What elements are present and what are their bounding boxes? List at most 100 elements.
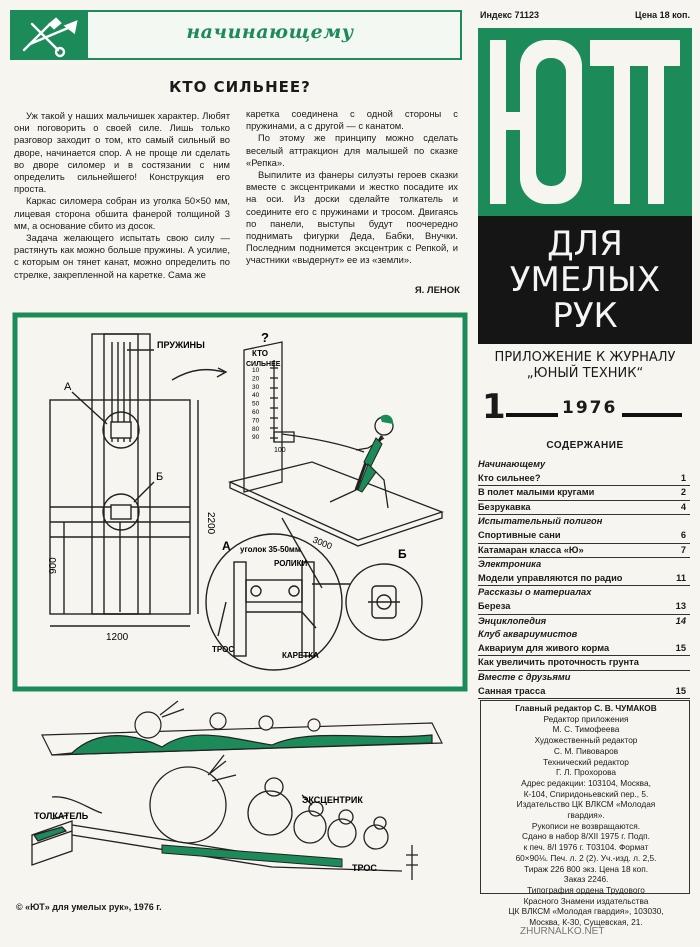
dim-900: 900: [48, 557, 59, 574]
contents-title: Энциклопедия: [478, 615, 547, 626]
contents-page: 6: [680, 529, 686, 540]
contents-title: Катамаран класса «Ю»: [478, 544, 584, 555]
contents-item: Аквариум для живого корма 15: [478, 642, 690, 657]
paragraph: Уж такой у наших мальчишек характер. Люб…: [14, 110, 230, 195]
contents-page: 7: [680, 544, 686, 555]
tagline-line: РУК: [552, 296, 618, 336]
contents-item: Кто сильнее? 1: [478, 472, 690, 487]
contents-title: Безрукавка: [478, 501, 531, 512]
contents-section: Испытательный полигон: [478, 515, 690, 529]
contents-page: 15: [675, 642, 686, 653]
contents-section: Энциклопедия 14: [478, 615, 690, 629]
detail-b: Б: [398, 547, 407, 561]
imprint-line: К-104, Спиридоньевский пер., 5.: [523, 788, 649, 799]
repka-attraction-illustration: ЭКСЦЕНТРИК ТОЛКАТЕЛЬ ТРОС: [12, 695, 472, 895]
imprint-line: к печ. 8/I 1976 г. Т03104. Формат: [523, 842, 649, 853]
scale-value: 10: [252, 367, 260, 374]
watermark: ZHURNALKO.NET: [520, 926, 605, 937]
imprint-line: гвардия».: [567, 810, 605, 821]
paragraph: По этому же принципу можно сделать весел…: [246, 132, 458, 168]
label-rollers: РОЛИКИ: [274, 559, 308, 568]
paragraph: каретка соединена с одной стороны с пруж…: [246, 108, 458, 132]
contents-title: Аквариум для живого корма: [478, 642, 610, 653]
subtitle-line: „ЮНЫЙ ТЕХНИК“: [526, 366, 644, 381]
scale-value: 50: [252, 401, 260, 408]
contents-page: 14: [675, 615, 686, 626]
article-author: Я. ЛЕНОК: [414, 285, 460, 296]
tagline-line: ДЛЯ: [547, 224, 623, 264]
tools-icon: [10, 10, 88, 60]
label-eccentric: ЭКСЦЕНТРИК: [302, 795, 363, 805]
label-pusher: ТОЛКАТЕЛЬ: [34, 811, 89, 821]
scale-value: 80: [252, 426, 260, 433]
contents-title: Береза: [478, 600, 511, 611]
label-angle: уголок 35-50мм: [240, 545, 301, 554]
tagline-line: УМЕЛЫХ: [509, 260, 661, 300]
contents-section: Клуб аквариумистов: [478, 628, 690, 642]
imprint-line: Москва, К-30, Сущевская, 21.: [529, 917, 643, 928]
strength-meter-illustration: ПРУЖИНЫ А Б 2200 900 1200: [12, 312, 468, 692]
imprint-line: Адрес редакции: 103104, Москва,: [521, 777, 651, 788]
dim-3000: 3000: [311, 535, 333, 552]
imprint-line: Г. Л. Прохорова: [555, 767, 617, 778]
imprint-line: Редактор приложения: [543, 713, 629, 724]
contents-item: Как увеличить проточность грунта: [478, 656, 690, 671]
article-column-1: Уж такой у наших мальчишек характер. Люб…: [14, 110, 230, 281]
section-title: начинающему: [186, 21, 354, 43]
board-title-2: СИЛЬНЕЕ: [246, 361, 281, 368]
yut-logo: [478, 28, 692, 216]
price: Цена 18 коп.: [635, 10, 690, 20]
contents-item: Безрукавка 4: [478, 501, 690, 516]
imprint-line: Типография ордена Трудового: [527, 884, 645, 895]
subtitle: ПРИЛОЖЕНИЕ К ЖУРНАЛУ „ЮНЫЙ ТЕХНИК“: [478, 350, 692, 382]
scale-value: 20: [252, 375, 260, 382]
contents-title: Модели управляются по радио: [478, 572, 623, 583]
imprint-line: Рукописи не возвращаются.: [531, 820, 641, 831]
contents-page: 4: [680, 501, 686, 512]
paragraph: Задача желающего испытать свою силу — ра…: [14, 232, 230, 280]
imprint-line: Красного Знамени издательства: [523, 895, 649, 906]
issue-line: 1 1976: [480, 387, 690, 427]
contents-title: В полет малыми кругами: [478, 487, 595, 498]
board-title-1: КТО: [252, 349, 268, 358]
contents-heading: СОДЕРЖАНИЕ: [546, 440, 624, 451]
board-question: ?: [261, 330, 269, 345]
contents-title: Вместе с друзьями: [478, 671, 571, 682]
contents-page: 2: [680, 487, 686, 498]
article-column-2: каретка соединена с одной стороны с пруж…: [246, 108, 458, 267]
contents-title: Кто сильнее?: [478, 472, 541, 483]
contents-title: Клуб аквариумистов: [478, 629, 578, 640]
contents-title: Электроника: [478, 559, 542, 570]
label-springs: ПРУЖИНЫ: [157, 340, 205, 350]
contents-section: Вместе с друзьями: [478, 671, 690, 685]
copyright-footer: © «ЮТ» для умелых рук», 1976 г.: [16, 902, 162, 912]
contents-item: Катамаран класса «Ю» 7: [478, 544, 690, 559]
dim-1200: 1200: [106, 632, 129, 643]
imprint-line: Заказ 2246.: [563, 874, 609, 885]
scale-value: 40: [252, 392, 260, 399]
contents-title: Спортивные сани: [478, 529, 561, 540]
contents-page: 13: [675, 600, 686, 611]
rule: [622, 413, 682, 417]
index-number: Индекс 71123: [480, 10, 540, 20]
contents-title: Рассказы о материалах: [478, 587, 592, 598]
article-title: КТО СИЛЬНЕЕ?: [169, 78, 311, 96]
paragraph: Каркас силомера собран из уголка 50×50 м…: [14, 195, 230, 231]
contents-page: 1: [680, 472, 686, 483]
paragraph: Выпилите из фанеры силуэты героев сказки…: [246, 169, 458, 266]
index-price-line: Индекс 71123 Цена 18 коп.: [480, 10, 690, 20]
imprint-line: С. М. Пивоваров: [553, 745, 619, 756]
scale-value: 30: [252, 384, 260, 391]
contents-title: Как увеличить проточность грунта: [478, 657, 639, 668]
imprint-line: М. С. Тимофеева: [552, 724, 620, 735]
imprint-line: ЦК ВЛКСМ «Молодая гвардия», 103030,: [508, 906, 664, 917]
scale-value: 90: [252, 434, 260, 441]
dim-100: 100: [274, 447, 286, 454]
imprint-line: Тираж 226 800 экз. Цена 18 коп.: [523, 863, 648, 874]
label-b: Б: [156, 471, 163, 483]
imprint-line: Издательство ЦК ВЛКСМ «Молодая: [516, 799, 656, 810]
contents-section: Рассказы о материалах: [478, 586, 690, 600]
